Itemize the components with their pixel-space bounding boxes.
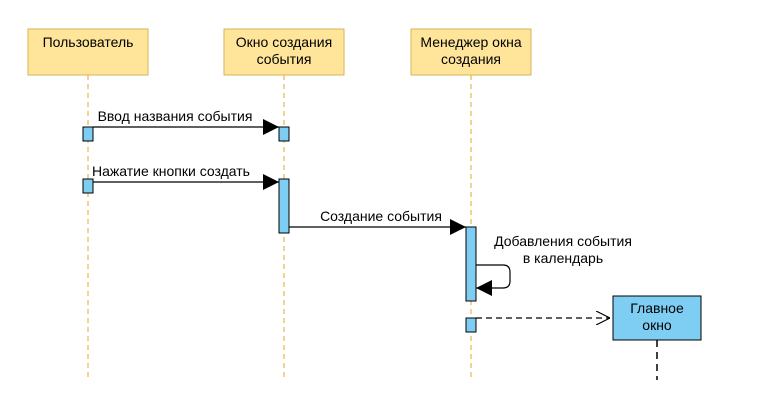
participant-main-window-label-line2: окно xyxy=(642,317,672,333)
activation-user-2 xyxy=(82,178,94,194)
participant-event-window-label-line1: Окно создания xyxy=(236,34,332,50)
participant-main-window: Главное окно xyxy=(612,295,702,341)
message-add-to-calendar-label-line1: Добавления события xyxy=(494,233,632,249)
participant-event-window: Окно создания события xyxy=(223,28,345,76)
participant-event-window-label-line2: события xyxy=(257,51,312,67)
participant-user-label: Пользователь xyxy=(43,34,134,50)
activation-event-window-2 xyxy=(278,178,290,234)
message-enter-event-name: Ввод названия события xyxy=(93,108,279,135)
participant-window-manager-label-line2: создания xyxy=(441,51,501,67)
message-create-event: Создание события xyxy=(289,208,466,235)
participant-user: Пользователь xyxy=(27,28,149,76)
activation-user-1 xyxy=(82,126,94,142)
message-create-event-label: Создание события xyxy=(320,208,442,224)
participant-window-manager-label-line1: Менеджер окна xyxy=(420,34,521,50)
message-press-create-button-label: Нажатие кнопки создать xyxy=(92,163,250,179)
participant-window-manager: Менеджер окна создания xyxy=(410,28,532,76)
message-enter-event-name-label: Ввод названия события xyxy=(98,108,253,124)
message-press-create-button: Нажатие кнопки создать xyxy=(92,163,279,190)
participant-main-window-label-line1: Главное xyxy=(630,300,684,316)
message-add-to-calendar-label-line2: в календарь xyxy=(523,250,603,266)
activation-window-manager-2 xyxy=(465,317,477,333)
activation-event-window-1 xyxy=(278,126,290,142)
message-add-to-calendar: Добавления события в календарь xyxy=(476,233,632,296)
activation-window-manager-1 xyxy=(465,226,477,302)
